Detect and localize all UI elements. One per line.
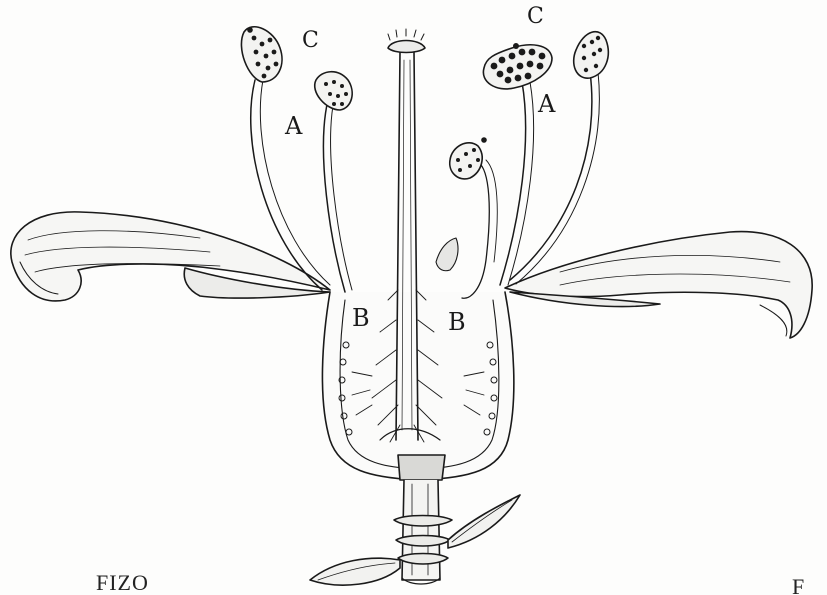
right-stamens — [436, 32, 608, 299]
label-c-left: C — [302, 30, 319, 52]
anther-left-upper — [241, 27, 282, 82]
left-petal — [11, 212, 330, 301]
label-b-left: B — [352, 306, 370, 330]
label-a-right: A — [538, 92, 555, 116]
figure-caption-right: F — [792, 574, 805, 595]
label-c-right: C — [527, 6, 544, 28]
label-a-left: A — [285, 114, 302, 138]
flower-stalk — [310, 455, 520, 585]
figure-caption-left: FIZO — [96, 570, 149, 595]
anther-right-upper — [574, 32, 609, 78]
label-b-right: B — [448, 310, 466, 334]
